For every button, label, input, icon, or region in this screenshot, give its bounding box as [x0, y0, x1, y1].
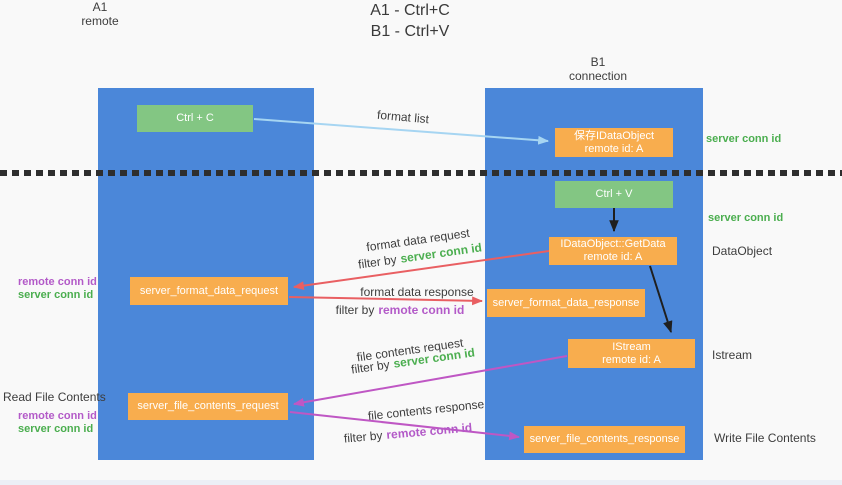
filter-by-text: filter by: [357, 252, 398, 272]
annotation-remote-conn-id-top: remote conn id: [18, 276, 97, 288]
annotation-server-conn-id-mid: server conn id: [708, 212, 784, 224]
node-save-dataobject-line2: remote id: A: [584, 142, 644, 155]
node-getdata-line1: IDataObject::GetData: [560, 238, 666, 250]
annotation-server-conn-id-left-top: server conn id: [18, 289, 94, 301]
filter-by-text: filter by: [335, 303, 375, 317]
annotation-conn-ids-bottom: remote conn id server conn id: [18, 410, 97, 436]
format-data-response-label: format data response: [360, 285, 474, 299]
file-contents-response-label: file contents response: [367, 396, 485, 424]
section-divider: [0, 170, 842, 176]
column-a1-header: A1 remote: [0, 0, 200, 28]
filter-by-text: filter by: [343, 428, 384, 446]
node-ctrl-v: Ctrl + V: [555, 181, 673, 208]
node-istream: IStream remote id: A: [568, 339, 695, 368]
annotation-read-file-contents: Read File Contents: [3, 390, 106, 404]
remote-conn-id-text: remote conn id: [385, 420, 473, 442]
node-ctrl-v-label: Ctrl + V: [595, 188, 633, 200]
node-ctrl-c: Ctrl + C: [137, 105, 253, 132]
node-save-dataobject: 保存IDataObject remote id: A: [555, 128, 673, 157]
remote-conn-id-text: remote conn id: [378, 303, 465, 317]
annotation-conn-ids-top: remote conn id server conn id: [18, 276, 97, 302]
bottom-edge: [0, 480, 842, 485]
node-getdata-line2: remote id: A: [583, 251, 643, 263]
node-getdata: IDataObject::GetData remote id: A: [549, 237, 677, 265]
node-istream-line2: remote id: A: [602, 353, 661, 366]
column-a1-title: A1: [92, 0, 108, 14]
annotation-istream: Istream: [712, 348, 753, 362]
node-ctrl-c-label: Ctrl + C: [176, 112, 214, 124]
diagram-title: A1 - Ctrl+C B1 - Ctrl+V: [0, 0, 820, 42]
annotation-server-conn-id-top: server conn id: [706, 133, 782, 145]
title-line-2: B1 - Ctrl+V: [370, 23, 450, 40]
node-istream-line1: IStream: [612, 340, 651, 353]
column-b1-subtitle: connection: [568, 69, 628, 83]
annotation-dataobject: DataObject: [712, 244, 773, 258]
column-b1-header: B1 connection: [498, 55, 698, 83]
node-server-format-data-response: server_format_data_response: [487, 289, 645, 317]
node-server-file-contents-request-label: server_file_contents_request: [137, 400, 279, 412]
column-b1-title: B1: [590, 55, 606, 69]
annotation-write-file-contents: Write File Contents: [714, 431, 816, 445]
node-save-dataobject-line1: 保存IDataObject: [573, 129, 655, 142]
node-server-file-contents-response: server_file_contents_response: [524, 426, 685, 453]
node-server-file-contents-response-label: server_file_contents_response: [529, 433, 680, 445]
title-line-1: A1 - Ctrl+C: [370, 2, 450, 19]
annotation-server-conn-id-left-bottom: server conn id: [18, 423, 94, 435]
node-server-format-data-request: server_format_data_request: [130, 277, 288, 305]
format-list-label: format list: [376, 107, 430, 127]
node-server-format-data-response-label: server_format_data_response: [492, 296, 640, 309]
annotation-remote-conn-id-bottom: remote conn id: [18, 410, 97, 422]
node-server-file-contents-request: server_file_contents_request: [128, 393, 288, 420]
column-a1-subtitle: remote: [81, 14, 119, 28]
node-server-format-data-request-label: server_format_data_request: [139, 284, 279, 297]
